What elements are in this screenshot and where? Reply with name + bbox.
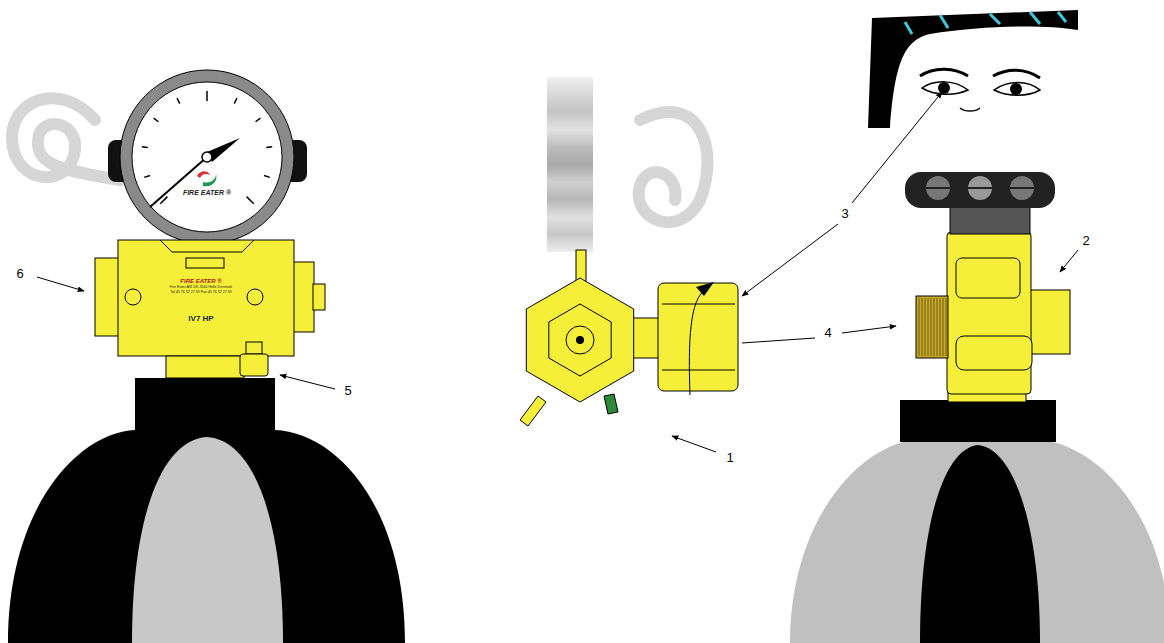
address-text: Tel 45 76 32 27 69 Fax 45 76 32 27 69: [160, 290, 242, 295]
callout-number: 4: [816, 326, 840, 341]
hair: [868, 10, 1078, 128]
right-assembly: [742, 10, 1164, 643]
callout-number: 3: [833, 207, 857, 222]
handwheel: [950, 206, 1030, 234]
callout-circle: 6: [8, 262, 32, 286]
callout-circle: 2: [1074, 229, 1098, 253]
fitting: [240, 354, 268, 376]
eye: [922, 82, 968, 94]
hex-nut: [549, 304, 611, 376]
valve-nub: [313, 284, 325, 310]
cylinder: [8, 378, 405, 643]
leader-line: [742, 338, 815, 343]
leader-line: [742, 224, 838, 296]
leader-line: [842, 326, 896, 333]
thread-lines: [919, 298, 946, 356]
handwheel: [905, 172, 1055, 208]
gauge-ticks: [142, 91, 272, 204]
callout-number: 6: [8, 267, 32, 282]
callout-number: 5: [336, 384, 360, 399]
gauge-dial: FIRE EATER ®: [162, 185, 252, 201]
cylinder-band: [920, 445, 1040, 643]
callout-circle: 1: [718, 446, 742, 470]
eye: [994, 83, 1040, 96]
middle-assembly: [520, 77, 815, 452]
fitting: [604, 394, 618, 414]
gauge-needle: [150, 157, 207, 207]
fitting: [246, 342, 262, 354]
valve-outlet: [1030, 290, 1070, 354]
cylinder: [790, 440, 1164, 643]
callout-circle: 3: [833, 202, 857, 226]
callout-number: 2: [1074, 234, 1098, 249]
model-text: IV7 HP: [168, 314, 234, 323]
leader-line: [37, 277, 84, 291]
callout-circle: 4: [816, 321, 840, 345]
eyebrow: [993, 70, 1040, 78]
leader-line: [672, 436, 716, 452]
bolt: [125, 289, 141, 305]
brand-logo-text: FIRE EATER ®: [160, 266, 242, 285]
name-plate: FIRE EATER ®Fire Eater A/S DK-3540 Helle…: [160, 266, 242, 312]
hose: [639, 112, 708, 222]
eyebrow: [920, 69, 968, 76]
callout-number: 1: [718, 451, 742, 466]
valve-cap: [292, 262, 314, 332]
gauge-side: [547, 77, 593, 252]
cylinder-band: [132, 437, 283, 643]
valve-cap: [95, 258, 121, 336]
logo-mark: [203, 174, 216, 186]
valve-neck: [166, 356, 244, 378]
fitting: [520, 396, 546, 426]
cylinder-neck: [900, 400, 1056, 442]
face: [868, 10, 1080, 130]
leader-line: [280, 375, 335, 389]
thread: [916, 296, 948, 358]
leader-line: [1060, 250, 1078, 272]
address-text: Fire Eater A/S DK-3540 Helle Denmark: [160, 285, 242, 290]
bolt: [247, 289, 263, 305]
logo-mark: [197, 171, 210, 178]
leader-line: [852, 92, 942, 203]
hose: [12, 98, 120, 180]
brand-logo-text: FIRE EATER ®: [162, 189, 252, 197]
turn-arrow: [696, 282, 714, 296]
model-label: IV7 HP: [168, 311, 234, 327]
node-outline: [160, 266, 242, 312]
callout-circle: 5: [336, 379, 360, 403]
valve-body: [118, 240, 294, 356]
gauge-face: [132, 82, 282, 232]
hair-highlight: [905, 12, 1066, 34]
gauge-ring: [120, 70, 294, 244]
left-assembly: [0, 70, 405, 643]
valve-body: [947, 232, 1031, 394]
hex-body: [526, 278, 633, 402]
